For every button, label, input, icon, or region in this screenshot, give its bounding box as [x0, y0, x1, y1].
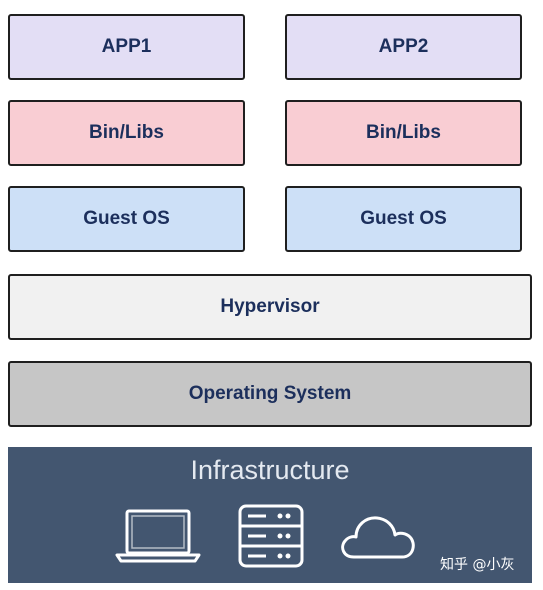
- hypervisor-label: Hypervisor: [220, 296, 320, 317]
- app1-box: APP1: [8, 14, 245, 80]
- watermark: 知乎 @小灰: [440, 557, 515, 573]
- operating-system-label: Operating System: [188, 383, 352, 404]
- operating-system-box: Operating System: [8, 361, 532, 427]
- left-guest-os-label: Guest OS: [83, 208, 170, 229]
- infrastructure-panel: Infrastructure: [8, 447, 532, 583]
- left-bin-libs-box: Bin/Libs: [8, 100, 245, 166]
- right-guest-os-box: Guest OS: [285, 186, 522, 252]
- server-icon: [238, 504, 304, 568]
- right-bin-libs-label: Bin/Libs: [366, 122, 441, 143]
- app2-label: APP2: [378, 36, 429, 57]
- cloud-icon: [341, 516, 415, 559]
- right-bin-libs-box: Bin/Libs: [285, 100, 522, 166]
- hypervisor-box: Hypervisor: [8, 274, 532, 340]
- right-guest-os-label: Guest OS: [360, 208, 447, 229]
- laptop-icon: [115, 509, 201, 563]
- left-guest-os-box: Guest OS: [8, 186, 245, 252]
- infrastructure-title: Infrastructure: [190, 455, 350, 485]
- left-bin-libs-label: Bin/Libs: [89, 122, 164, 143]
- app1-label: APP1: [101, 36, 152, 57]
- app2-box: APP2: [285, 14, 522, 80]
